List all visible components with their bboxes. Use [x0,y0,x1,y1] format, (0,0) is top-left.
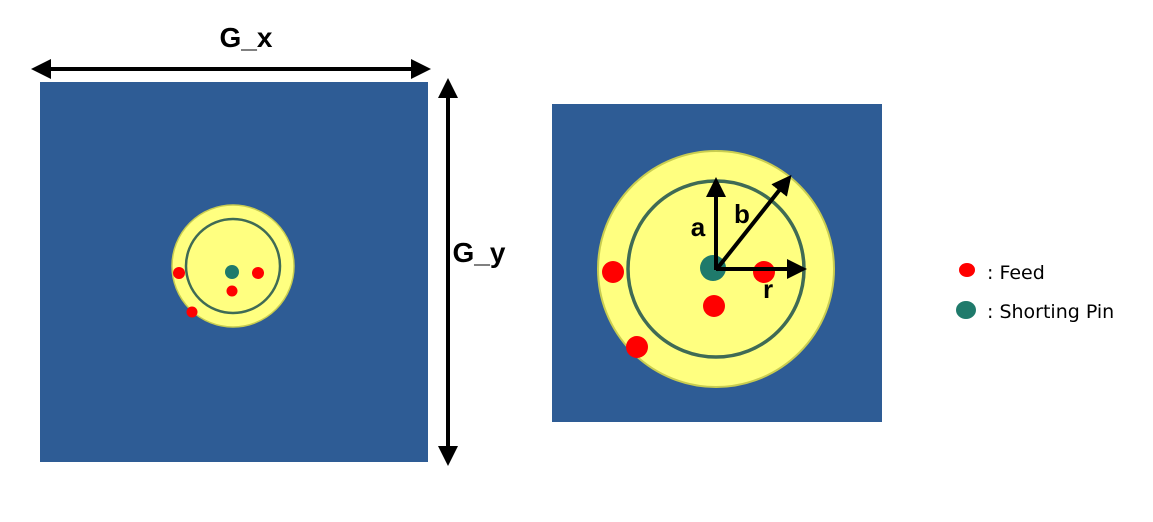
feed-point [226,285,238,297]
feed-point [602,261,624,283]
feed-swatch [959,263,975,277]
param-b-label: b [734,199,750,229]
legend-item-feed: : Feed [959,262,1045,284]
full-view [40,82,428,462]
feed-point [173,267,185,279]
param-a-label: a [691,212,706,242]
shorting-pin [700,255,726,281]
param-r-label: r [763,274,773,304]
legend-item-shorting-pin: : Shorting Pin [956,301,1114,323]
feed-point [626,336,648,358]
legend-shorting-pin-label: : Shorting Pin [987,301,1114,323]
legend-feed-label: : Feed [987,262,1045,284]
gy-label: G_y [453,237,506,268]
feed-point [753,261,775,283]
patch-inner-ring [184,217,282,315]
legend: : Feed : Shorting Pin [956,262,1114,323]
feed-point [252,267,264,279]
feed-point [186,306,198,318]
radius-b-arrow [714,174,792,272]
gx-label: G_x [220,22,273,53]
zoomed-view: a b r [552,104,882,422]
feed-point [703,295,725,317]
shorting-pin [225,265,239,279]
shorting-pin-swatch [956,301,976,319]
